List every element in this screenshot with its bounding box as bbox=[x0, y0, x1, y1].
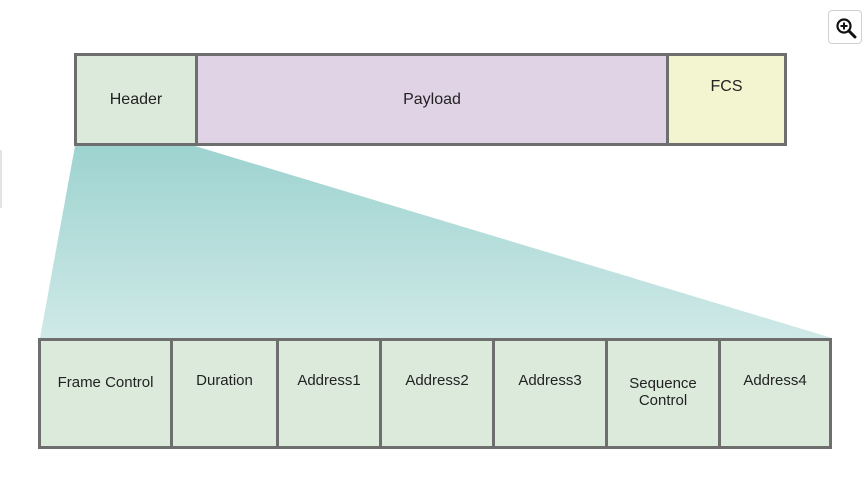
field-address3: Address3 bbox=[495, 341, 608, 446]
field-address2: Address2 bbox=[382, 341, 495, 446]
frame-header-label: Header bbox=[109, 90, 163, 108]
field-duration: Duration bbox=[173, 341, 279, 446]
field-sequence-control: Sequence Control bbox=[608, 341, 721, 446]
field-frame-control: Frame Control bbox=[41, 341, 173, 446]
frame-fcs-segment: FCS bbox=[669, 56, 784, 143]
zoom-in-button[interactable] bbox=[828, 10, 862, 44]
frame-payload-segment: Payload bbox=[198, 56, 669, 143]
expansion-shape bbox=[40, 146, 832, 338]
left-edge-marker bbox=[0, 150, 2, 208]
zoom-in-icon bbox=[836, 18, 857, 39]
field-duration-label: Duration bbox=[196, 372, 253, 389]
frame-payload-label: Payload bbox=[403, 90, 461, 108]
frame-structure: Header Payload FCS bbox=[74, 53, 787, 146]
frame-header-segment: Header bbox=[77, 56, 198, 143]
field-sequence-control-label: Sequence Control bbox=[629, 375, 697, 409]
field-address4-label: Address4 bbox=[743, 372, 807, 389]
field-address3-label: Address3 bbox=[518, 372, 582, 389]
header-fields-row: Frame Control Duration Address1 Address2… bbox=[38, 338, 832, 449]
field-address1: Address1 bbox=[279, 341, 382, 446]
field-frame-control-label: Frame Control bbox=[57, 374, 154, 391]
field-address2-label: Address2 bbox=[405, 372, 469, 389]
frame-fcs-label: FCS bbox=[710, 78, 743, 95]
field-address1-label: Address1 bbox=[297, 372, 361, 389]
field-address4: Address4 bbox=[721, 341, 829, 446]
